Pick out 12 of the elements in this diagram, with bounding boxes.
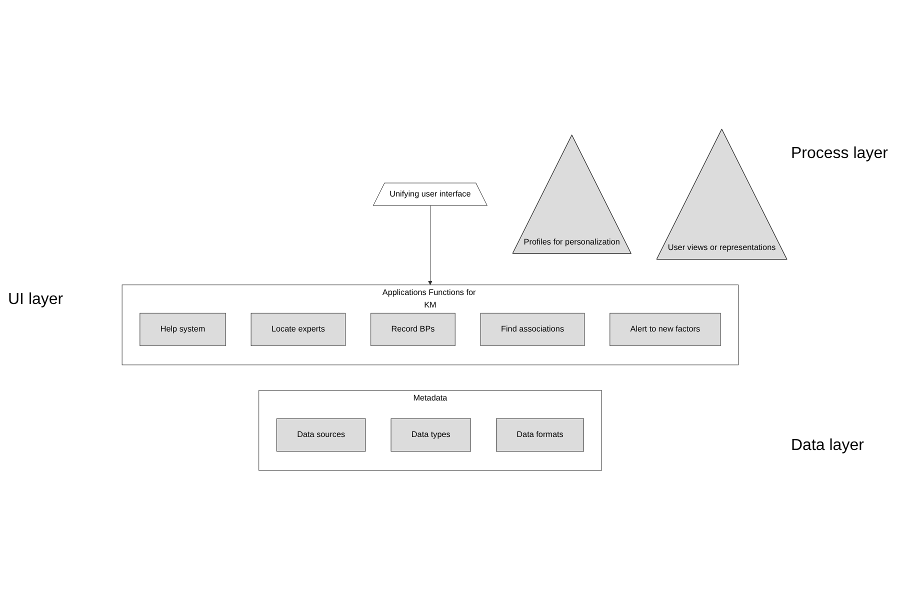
layer-label: UI layer <box>8 291 64 309</box>
node-box: Help system <box>140 313 226 346</box>
arrow <box>428 205 432 286</box>
node-box: Locate experts <box>250 313 346 346</box>
node-box: Data sources <box>276 418 366 452</box>
layer-label: Data layer <box>791 437 865 455</box>
node-box: Find associations <box>480 313 585 346</box>
node-box: Data formats <box>496 418 584 452</box>
node-box: Alert to new factors <box>610 313 721 346</box>
node-box: Data types <box>390 418 472 452</box>
layer-label: Process layer <box>791 145 889 163</box>
node-box: Record BPs <box>370 313 456 346</box>
